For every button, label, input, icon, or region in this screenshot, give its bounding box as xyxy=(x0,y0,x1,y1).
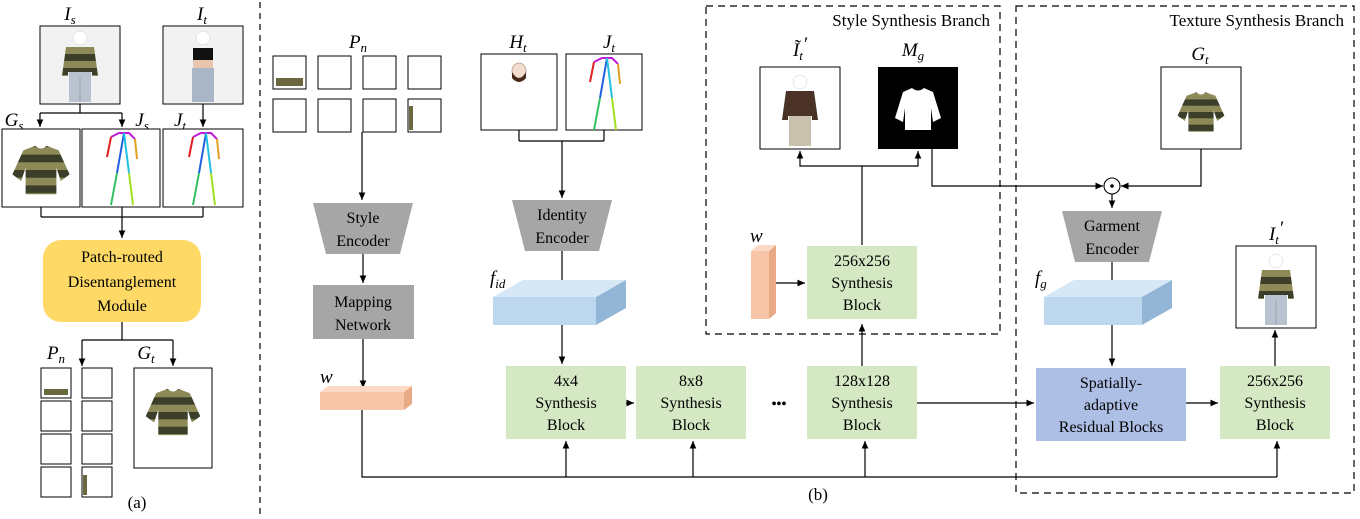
style-encoder-line1: Style xyxy=(347,210,380,227)
w-label: w xyxy=(320,367,333,388)
synthesis-block-4x4 xyxy=(506,366,626,439)
label-ht: Ht xyxy=(508,32,527,55)
w-vector xyxy=(320,386,412,410)
identity-encoder-line1: Identity xyxy=(537,207,587,224)
disentanglement-module xyxy=(43,240,201,322)
caption-a: (a) xyxy=(128,493,147,512)
label-it-tilde: Ĩt′ xyxy=(792,34,808,63)
styleblock-line1: 256x256 xyxy=(834,253,890,270)
label-gt-a: Gt xyxy=(137,343,155,366)
style-encoder-line2: Encoder xyxy=(336,233,390,250)
module-line1: Patch-routed xyxy=(81,249,163,266)
ellipsis: ••• xyxy=(772,397,787,412)
identity-encoder-line2: Encoder xyxy=(535,230,589,247)
style-w-vector xyxy=(751,245,776,319)
block8-line3: Block xyxy=(672,417,710,434)
garment-encoder-line1: Garment xyxy=(1084,218,1141,235)
label-jt-b: Jt xyxy=(603,32,615,55)
patch-grid-b xyxy=(272,55,442,133)
synthesis-block-8x8 xyxy=(636,366,746,439)
block8-line1: 8x8 xyxy=(679,373,703,390)
sarb-line2: adaptive xyxy=(1084,397,1138,414)
spatially-adaptive-residual-blocks xyxy=(1036,368,1186,441)
label-jt-a: Jt xyxy=(174,110,186,133)
label-it-top: It xyxy=(196,4,207,27)
texture-branch-title: Texture Synthesis Branch xyxy=(1170,11,1345,30)
style-synthesis-block-256 xyxy=(807,246,917,319)
label-pn-b: Pn xyxy=(348,32,367,55)
final-synthesis-block-256 xyxy=(1220,366,1330,439)
garment-encoder-line2: Encoder xyxy=(1085,241,1139,258)
style-branch-title: Style Synthesis Branch xyxy=(832,11,990,30)
panel-b: Style Synthesis Branch Texture Synthesis… xyxy=(272,5,1355,504)
identity-encoder xyxy=(512,200,612,251)
fg-feature xyxy=(1044,280,1172,325)
mask-shape xyxy=(895,88,941,130)
target-pose-image xyxy=(162,128,244,208)
block4-line3: Block xyxy=(547,417,585,434)
style-output-person xyxy=(782,74,818,146)
patch-grid-a xyxy=(40,367,113,498)
module-line3: Module xyxy=(97,298,147,315)
label-js: Js xyxy=(135,110,149,133)
finalblock-line1: 256x256 xyxy=(1247,373,1303,390)
target-person xyxy=(192,30,214,102)
label-pn-a: Pn xyxy=(46,343,65,366)
module-line2: Disentanglement xyxy=(68,274,177,291)
caption-b: (b) xyxy=(808,485,828,504)
block128-line3: Block xyxy=(843,417,881,434)
garment-encoder xyxy=(1062,211,1162,262)
source-pose-image xyxy=(81,128,161,208)
label-gt-b: Gt xyxy=(1191,44,1209,67)
panel-a: Is It Gs Js Jt Patch-routed xyxy=(1,4,244,512)
block128-line2: Synthesis xyxy=(831,395,892,412)
mapping-line2: Network xyxy=(335,317,391,334)
style-w-label: w xyxy=(750,226,763,247)
mapping-network xyxy=(313,285,414,339)
synthesis-block-128x128 xyxy=(807,366,917,439)
head-shape xyxy=(511,62,527,82)
sarb-line3: Residual Blocks xyxy=(1059,419,1163,436)
block8-line2: Synthesis xyxy=(660,395,721,412)
block4-line1: 4x4 xyxy=(554,373,578,390)
label-is: Is xyxy=(63,4,75,27)
fid-label: fid xyxy=(490,268,506,291)
label-mg: Mg xyxy=(901,40,925,63)
fid-feature xyxy=(493,280,626,325)
finalblock-line3: Block xyxy=(1256,417,1294,434)
block128-line1: 128x128 xyxy=(834,373,890,390)
finalblock-line2: Synthesis xyxy=(1244,395,1305,412)
styleblock-line2: Synthesis xyxy=(831,275,892,292)
style-branch-box xyxy=(705,5,1001,335)
style-encoder xyxy=(313,203,413,254)
styleblock-line3: Block xyxy=(843,297,881,314)
pose-image-b xyxy=(565,53,643,131)
label-output: It′ xyxy=(1268,218,1284,247)
mapping-line1: Mapping xyxy=(334,294,392,311)
texture-branch-box xyxy=(1015,5,1355,494)
label-gs: Gs xyxy=(5,110,24,133)
fg-label: fg xyxy=(1035,268,1047,291)
block4-line2: Synthesis xyxy=(535,395,596,412)
sarb-line1: Spatially- xyxy=(1080,375,1142,392)
